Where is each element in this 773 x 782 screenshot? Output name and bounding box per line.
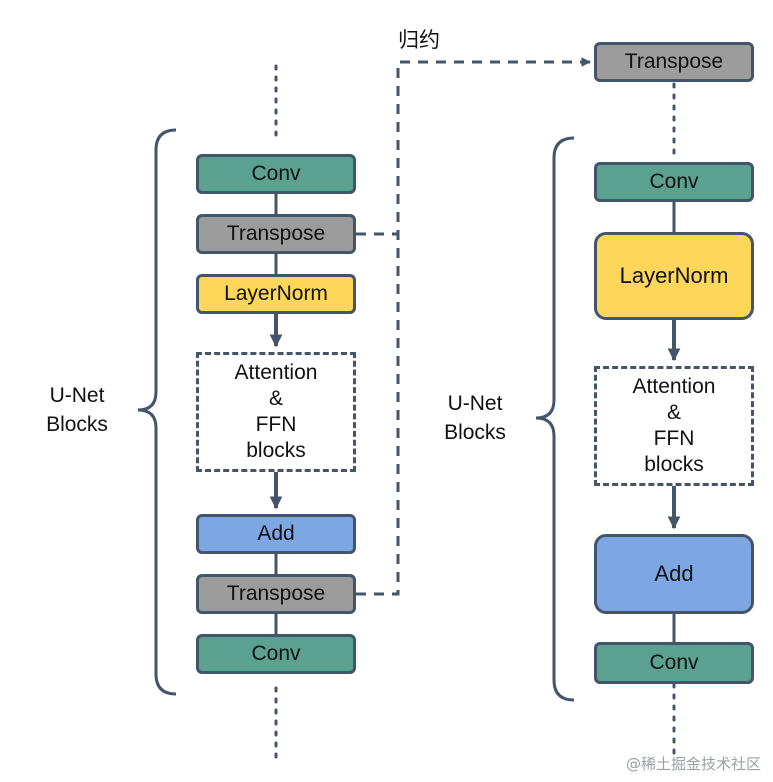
left-group-brace [137,128,177,696]
right-transpose-block: Transpose [594,42,754,82]
reduce-label: 归约 [398,29,440,52]
left-transpose-top-label: Transpose [226,221,326,245]
left-conv-top-block: Conv [196,154,356,194]
right-add-block: Add [594,534,754,614]
left-conv-bottom-block: Conv [196,634,356,674]
left-attention-line1: Attention [234,360,318,384]
watermark: @稀土掘金技术社区 [625,755,761,773]
right-attention-line4: blocks [644,453,704,477]
right-attention-ffn-block: Attention & FFN blocks [594,366,754,486]
left-add-label: Add [257,521,295,545]
left-attention-line3: FFN [255,413,297,436]
right-add-label: Add [654,561,694,587]
right-attention-line1: Attention [632,374,716,398]
right-group-label-line2: Blocks [444,421,506,445]
left-attention-ffn-block: Attention & FFN blocks [196,352,356,472]
left-attention-line4: blocks [246,439,306,463]
left-conv-top-label: Conv [251,161,301,185]
left-transpose-bottom-label: Transpose [226,581,326,605]
reduce-dashed-path [356,57,591,236]
right-group-label-line1: U-Net [447,392,503,415]
left-transpose-top-block: Transpose [196,214,356,254]
left-layernorm-block: LayerNorm [196,274,356,314]
left-group-label-line2: Blocks [46,413,108,437]
right-conv-bottom-block: Conv [594,642,754,684]
left-group-label: U-Net Blocks [30,381,124,440]
right-layernorm-label: LayerNorm [619,263,729,289]
right-layernorm-block: LayerNorm [594,232,754,320]
right-group-label: U-Net Blocks [428,389,522,448]
left-conv-bottom-label: Conv [251,641,301,665]
reduce-dashed-path-lower [356,234,400,596]
right-conv-bottom-label: Conv [649,650,699,674]
left-group-label-line1: U-Net [49,384,105,407]
right-attention-line3: FFN [653,427,695,450]
right-conv-top-label: Conv [649,169,699,193]
left-attention-line2: & [268,386,283,410]
left-add-block: Add [196,514,356,554]
right-transpose-label: Transpose [624,49,724,73]
left-transpose-bottom-block: Transpose [196,574,356,614]
right-conv-top-block: Conv [594,162,754,202]
left-layernorm-label: LayerNorm [224,281,328,305]
right-group-brace [535,136,575,702]
right-attention-line2: & [666,400,681,424]
